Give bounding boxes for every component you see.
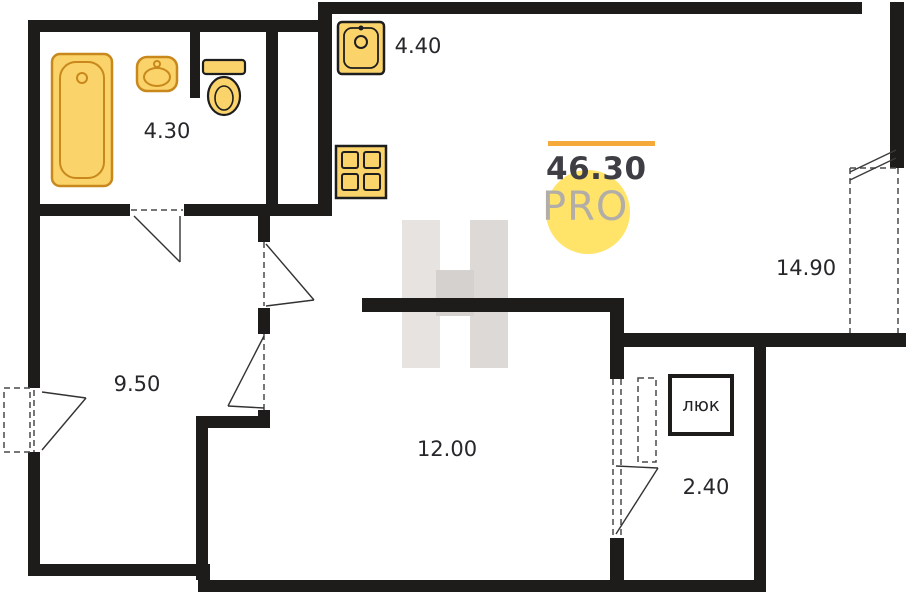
room-area-label-bedroom: 12.00 <box>416 437 478 461</box>
hatch-box: люк <box>668 374 734 436</box>
kitchen-sink-icon <box>336 20 386 76</box>
room-area-label-kitchen: 4.40 <box>394 34 442 58</box>
room-area-label-bathroom: 4.30 <box>143 119 191 143</box>
door-swing-bedroom <box>227 335 265 409</box>
door-swing-entrance <box>41 391 87 451</box>
hatch-label: люк <box>682 394 720 416</box>
door-swing-bathroom <box>133 215 181 263</box>
room-area-label-balcony: 2.40 <box>682 475 730 499</box>
bay-window-lines <box>849 149 897 181</box>
door-swing-hall <box>265 243 315 307</box>
brand-badge-circle <box>546 170 630 254</box>
total-area-label: 46.30 <box>546 151 647 187</box>
accent-line <box>548 141 655 146</box>
watermark-h-icon <box>402 220 508 368</box>
stove-icon <box>334 144 388 200</box>
toilet-icon <box>201 58 247 117</box>
sink-icon <box>135 55 179 93</box>
brand-logo: PRO <box>542 184 629 230</box>
room-area-label-hallway: 9.50 <box>113 372 161 396</box>
windows-dashed <box>3 167 899 538</box>
walls <box>28 2 906 592</box>
bathtub-icon <box>50 52 114 188</box>
room-area-label-living-room: 14.90 <box>775 256 837 280</box>
door-swing-balcony <box>615 465 659 535</box>
